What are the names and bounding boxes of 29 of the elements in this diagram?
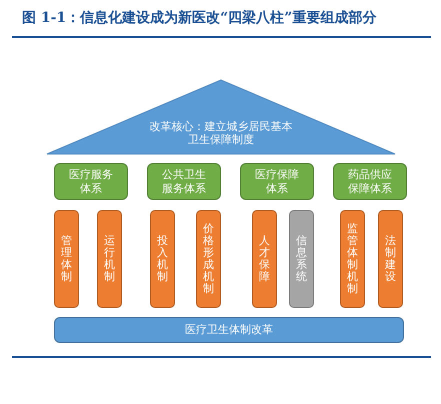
system-box — [240, 163, 314, 200]
pillar-label: 人才保障 — [259, 234, 270, 284]
system-box — [147, 163, 221, 200]
mechanism-pillar — [196, 210, 221, 308]
system-box — [54, 163, 128, 200]
mechanism-pillar — [97, 210, 122, 308]
pillar-label: 投入机制 — [157, 234, 168, 284]
system-label: 公共卫生服务体系 — [161, 168, 207, 196]
pillar-label: 运行机制 — [104, 234, 115, 284]
mechanism-pillar — [252, 210, 277, 308]
roof-triangle — [46, 79, 396, 155]
system-box — [333, 163, 407, 200]
mechanism-pillar — [340, 210, 365, 308]
mechanism-pillar — [378, 210, 403, 308]
foundation-bar — [54, 317, 404, 343]
pillar-label: 法制建设 — [385, 234, 396, 284]
figure-title: 图 1-1：信息化建设成为新医改“四梁八柱”重要组成部分 — [21, 8, 378, 28]
pillar-label: 信息系统 — [296, 234, 307, 284]
system-label: 医疗服务体系 — [68, 168, 114, 196]
highlighted-pillar — [289, 210, 314, 308]
mechanism-pillar — [150, 210, 175, 308]
system-label: 药品供应保障体系 — [347, 168, 393, 196]
mechanism-pillar — [54, 210, 79, 308]
pillar-label: 监管体制机制 — [347, 222, 358, 296]
pillar-label: 价格形成机制 — [203, 222, 214, 296]
roof-label: 改革核心：建立城乡居民基本卫生保障制度 — [148, 120, 294, 146]
pillar-label: 管理体制 — [61, 234, 72, 284]
bar-label: 医疗卫生体制改革 — [185, 323, 273, 337]
system-label: 医疗保障体系 — [254, 168, 300, 196]
